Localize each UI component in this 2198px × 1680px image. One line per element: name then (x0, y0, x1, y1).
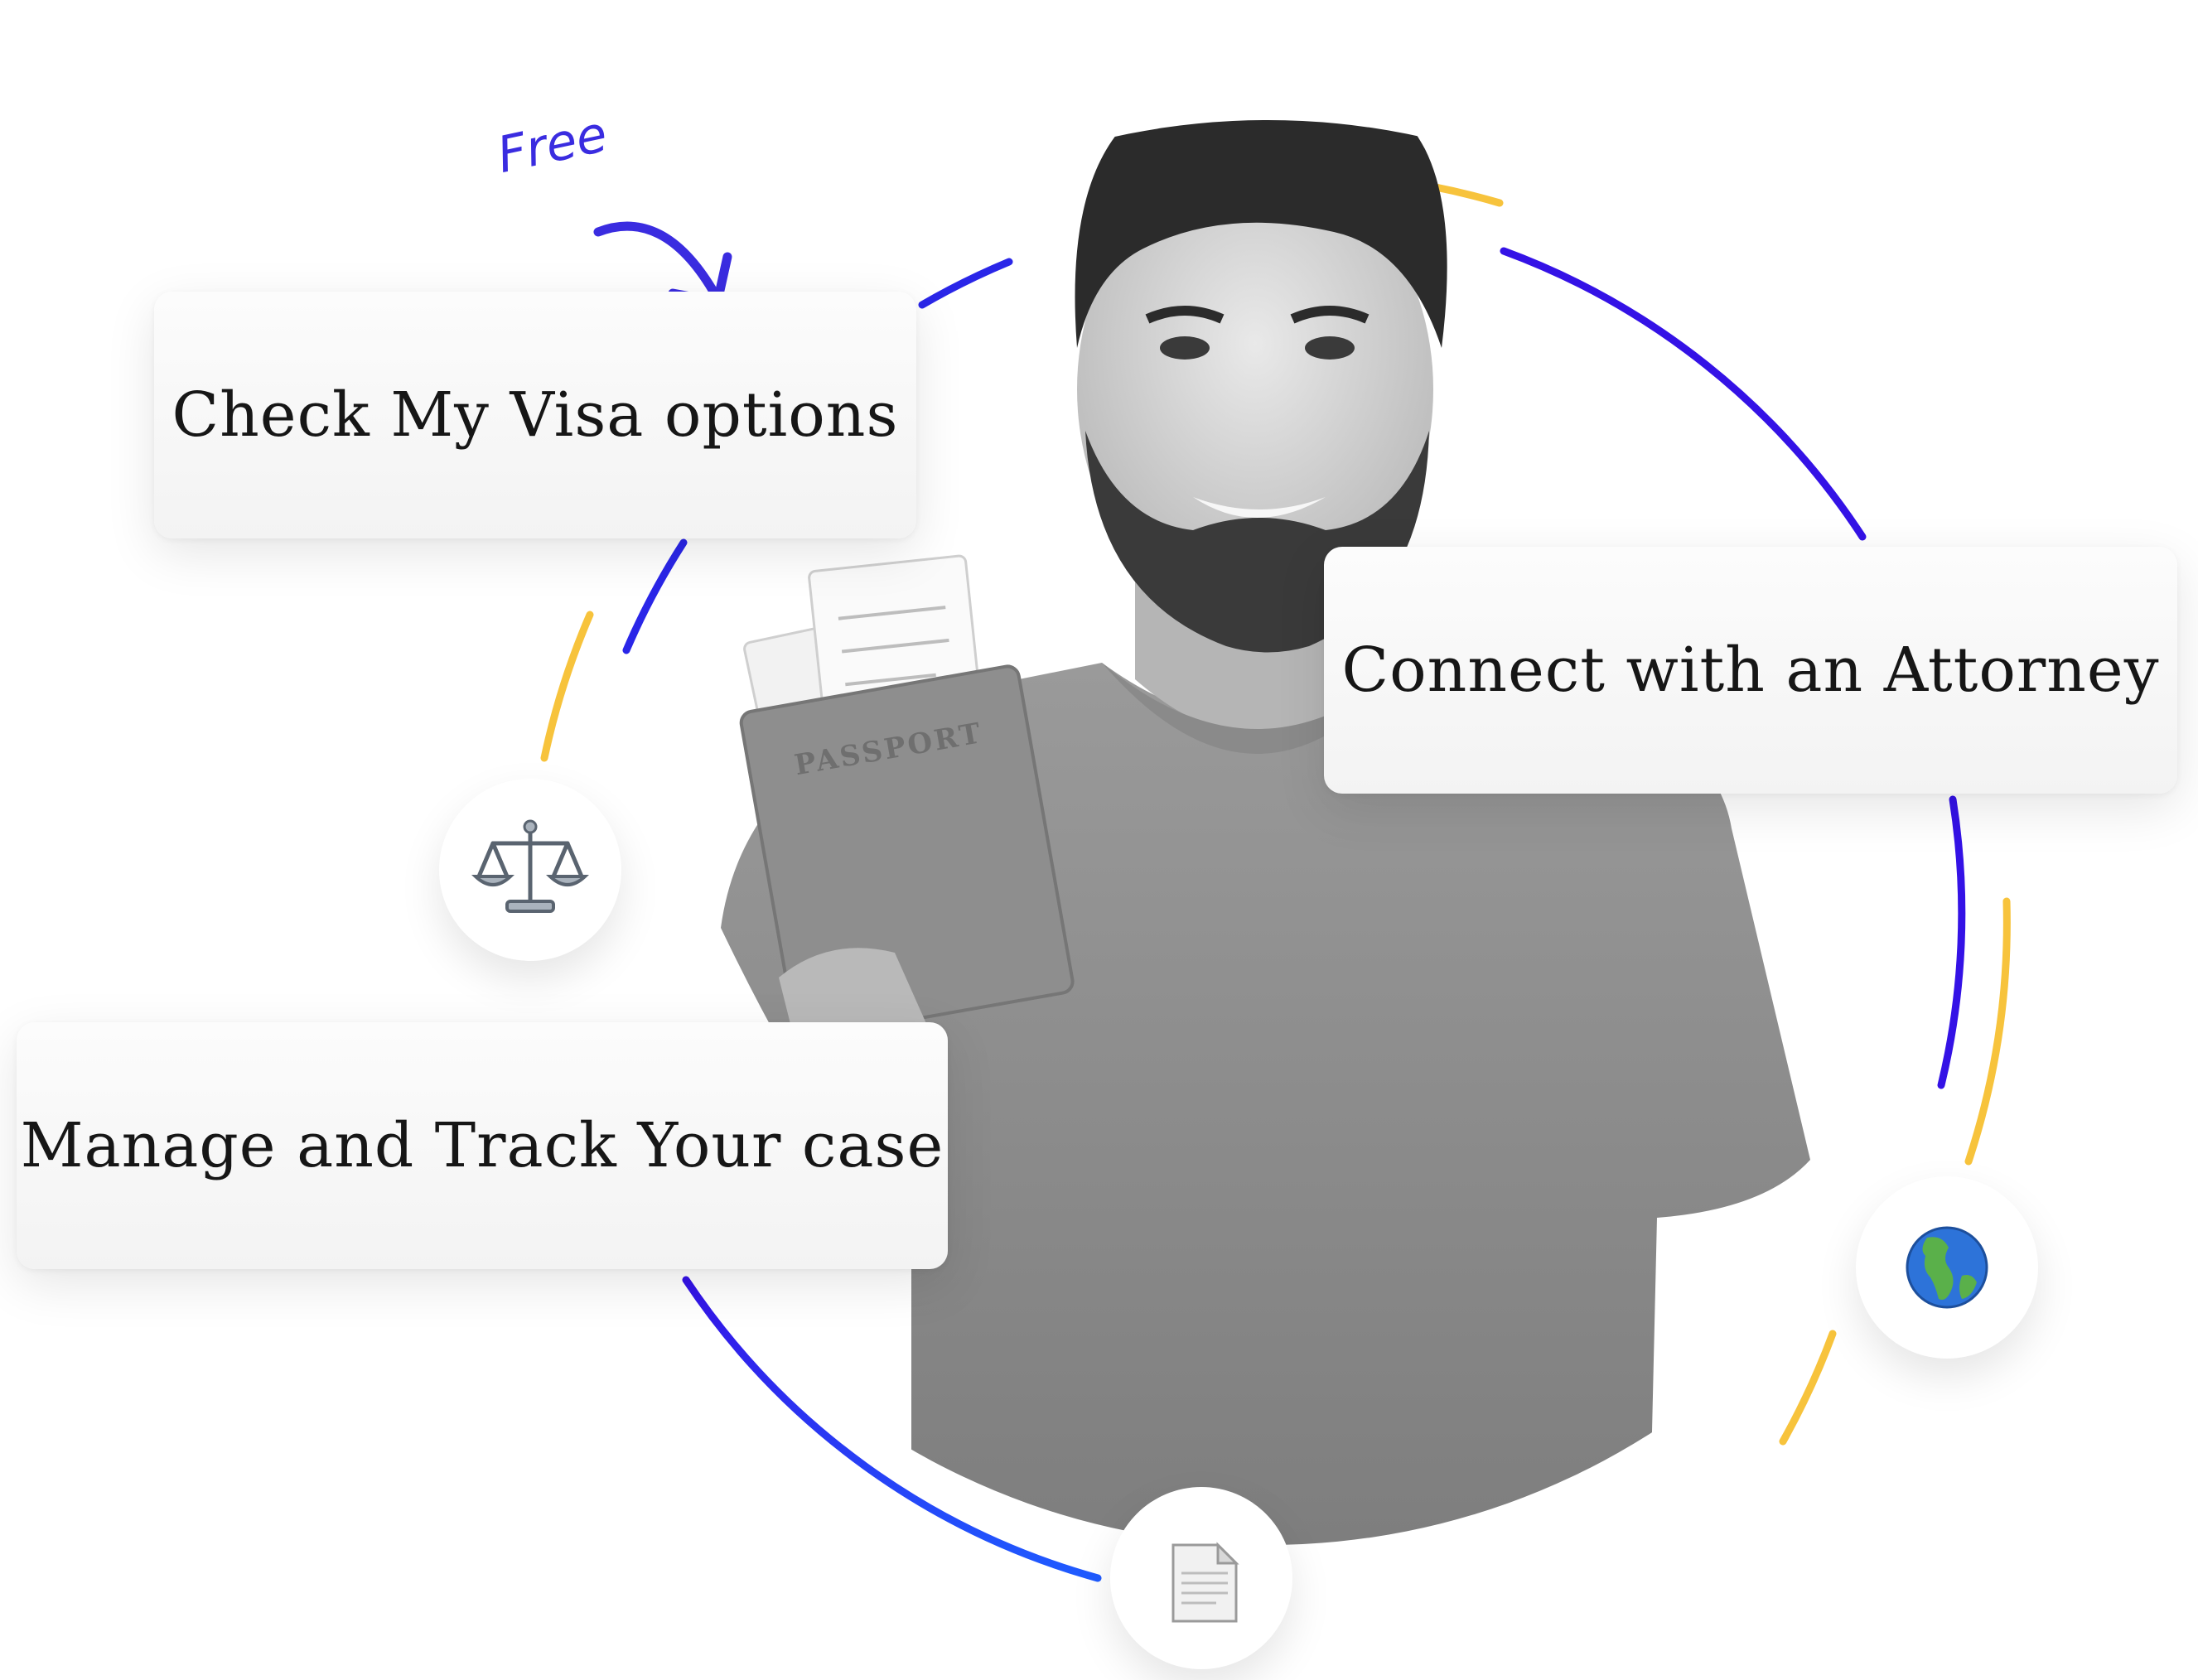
check-visa-options-card[interactable]: Check My Visa options (154, 292, 916, 538)
globe-bubble (1856, 1176, 2038, 1359)
globe-americas-icon (1906, 1226, 1988, 1309)
manage-track-case-label: Manage and Track Your case (20, 1110, 944, 1181)
scales-bubble (439, 779, 621, 961)
check-visa-options-label: Check My Visa options (171, 379, 899, 451)
document-bubble (1110, 1487, 1292, 1669)
connect-attorney-label: Connect with an Attorney (1341, 635, 2160, 706)
document-icon (1171, 1542, 1239, 1623)
balance-scale-icon (471, 819, 590, 913)
manage-track-case-card[interactable]: Manage and Track Your case (17, 1022, 948, 1269)
connect-attorney-card[interactable]: Connect with an Attorney (1324, 547, 2177, 794)
